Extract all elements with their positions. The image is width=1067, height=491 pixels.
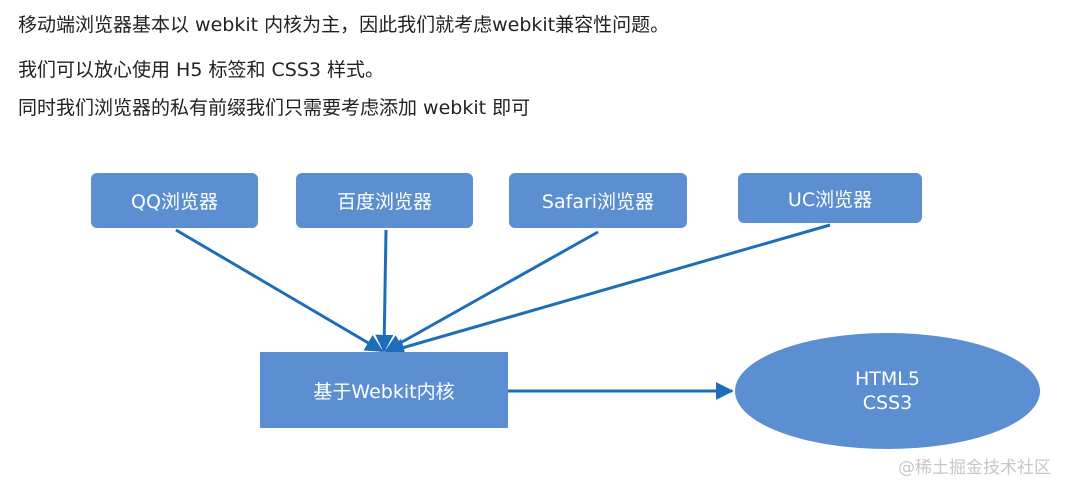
browser-node-baidu: 百度浏览器 bbox=[296, 173, 473, 228]
core-node-webkit: 基于Webkit内核 bbox=[260, 352, 508, 428]
arrow-qq-to-core bbox=[175, 228, 384, 353]
browser-node-label: UC浏览器 bbox=[787, 188, 873, 211]
arrow-uc-to-core bbox=[386, 223, 831, 357]
arrow-baidu-to-core bbox=[375, 229, 394, 353]
browser-node-qq: QQ浏览器 bbox=[91, 173, 258, 228]
arrow-safari-to-core bbox=[384, 230, 599, 353]
intro-line-2: 我们可以放心使用 H5 标签和 CSS3 样式。 bbox=[18, 59, 385, 81]
target-node-line-1: HTML5 bbox=[855, 368, 920, 390]
intro-line-3: 同时我们浏览器的私有前缀我们只需要考虑添加 webkit 即可 bbox=[18, 97, 531, 119]
target-node-line-2: CSS3 bbox=[862, 392, 913, 414]
watermark: @稀土掘金技术社区 bbox=[898, 458, 1051, 478]
target-node-ellipse: HTML5 CSS3 bbox=[735, 333, 1040, 449]
browser-node-label: QQ浏览器 bbox=[131, 191, 218, 213]
intro-line-1: 移动端浏览器基本以 webkit 内核为主，因此我们就考虑webkit兼容性问题… bbox=[18, 14, 670, 36]
core-node-label: 基于Webkit内核 bbox=[313, 380, 455, 403]
browser-node-label: Safari浏览器 bbox=[541, 191, 655, 213]
browser-node-uc: UC浏览器 bbox=[738, 173, 922, 223]
browser-node-safari: Safari浏览器 bbox=[509, 173, 687, 228]
browser-node-label: 百度浏览器 bbox=[336, 191, 432, 213]
